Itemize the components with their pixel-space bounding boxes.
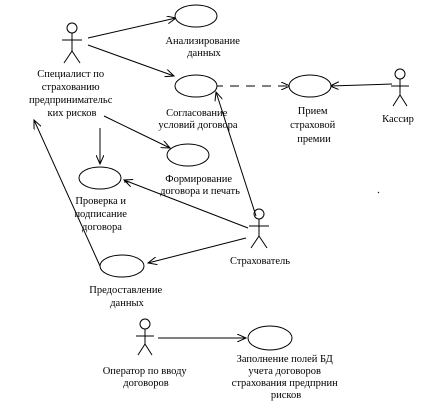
- assoc-specialist-analysis: [87, 18, 176, 39]
- use-case-label: Предоставление данных: [89, 285, 165, 309]
- stick-figure-icon: [62, 22, 82, 64]
- use-case-label: Согласование условий договора: [158, 108, 237, 131]
- use-case-provision: Предоставление данных: [89, 254, 165, 309]
- use-case-db-fill: Заполнение полей БД учета договоров стра…: [232, 325, 341, 401]
- use-case-ellipse: [288, 74, 332, 98]
- use-case-ellipse: [247, 325, 293, 351]
- use-case-formation: Формирование договора и печать: [160, 143, 240, 197]
- use-case-label: Формирование договора и печать: [160, 174, 240, 197]
- use-case-label: Проверка и подписание договора: [74, 196, 129, 233]
- use-case-ellipse: [174, 4, 218, 28]
- use-case-signing: Проверка и подписание договора: [74, 166, 129, 233]
- stray-mark: [377, 191, 380, 194]
- assoc-insurer-signing: [124, 180, 249, 229]
- use-case-ellipse: [166, 143, 210, 167]
- assoc-insurer-provision: [148, 237, 247, 263]
- use-case-ellipse: [174, 74, 218, 98]
- use-case-label: Анализирование данных: [165, 36, 242, 59]
- actor-specialist: Специалист по страхованию предпринимател…: [29, 22, 115, 119]
- stick-figure-icon: [391, 68, 409, 107]
- use-case-premium: Прием страховой премии: [288, 74, 338, 145]
- actor-cashier: Кассир: [382, 68, 414, 125]
- assoc-cashier-premium: [330, 84, 393, 86]
- stick-figure-icon: [136, 318, 154, 356]
- use-case-approval: Согласование условий договора: [158, 74, 238, 131]
- actor-label: Страхователь: [230, 256, 290, 267]
- assoc-provision-specialist: [34, 120, 101, 267]
- actor-label: Специалист по страхованию предпринимател…: [29, 69, 115, 119]
- use-case-ellipse: [99, 254, 145, 278]
- use-case-label: Прием страховой премии: [290, 106, 338, 145]
- actor-label: Кассир: [382, 114, 414, 125]
- assoc-specialist-formation: [103, 115, 170, 148]
- assoc-specialist-approval: [87, 44, 174, 76]
- use-case-label: Заполнение полей БД учета договоров стра…: [232, 354, 341, 401]
- associations: [34, 18, 393, 338]
- stick-figure-icon: [249, 208, 269, 249]
- actor-insurer: Страхователь: [230, 208, 290, 267]
- use-case-ellipse: [78, 166, 122, 190]
- use-case-analysis: Анализирование данных: [165, 4, 242, 59]
- actor-label: Оператор по вводу договоров: [103, 366, 190, 389]
- assoc-insurer-approval: [216, 92, 257, 217]
- actor-operator: Оператор по вводу договоров: [103, 318, 190, 389]
